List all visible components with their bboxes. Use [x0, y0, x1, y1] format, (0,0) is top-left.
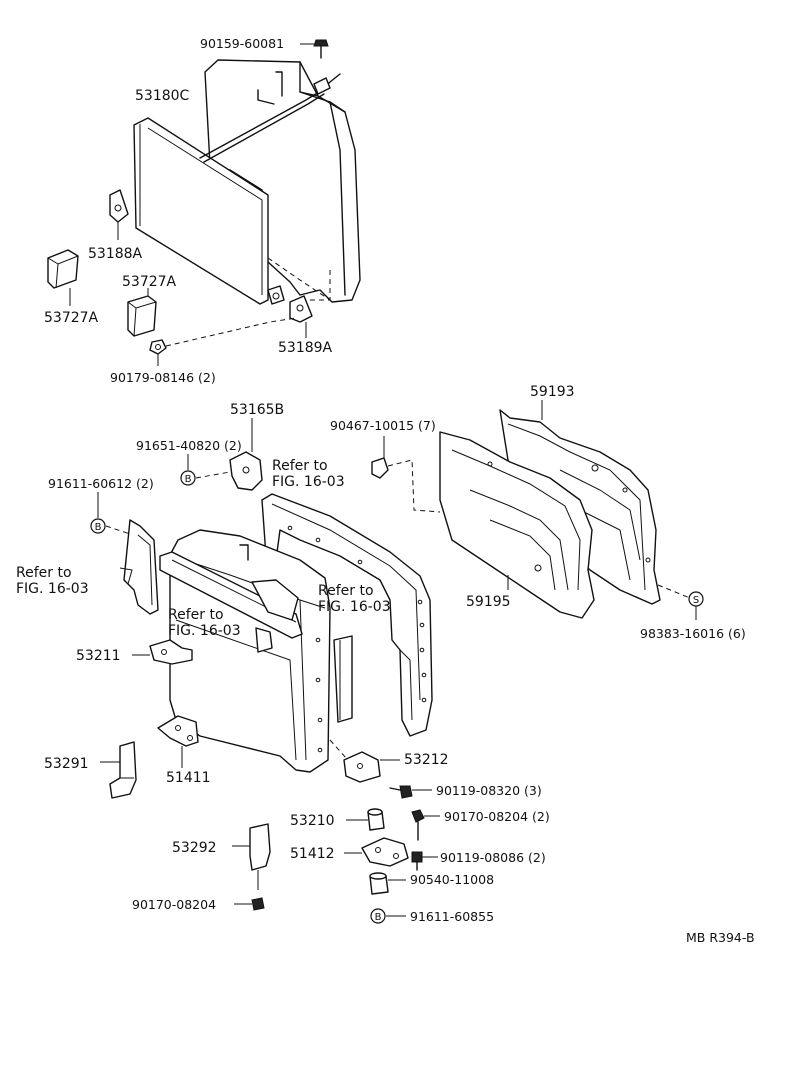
label-51412: 51412 — [290, 846, 335, 862]
ref-note-line2: FIG. 16-03 — [168, 623, 241, 639]
ref-note-line1: Refer to — [272, 458, 328, 474]
label-90159-60081: 90159-60081 — [200, 36, 284, 51]
cushion-90540 — [369, 872, 389, 895]
label-59193: 59193 — [530, 384, 575, 400]
dashed-guide — [657, 584, 691, 599]
bracket-53211 — [149, 639, 193, 665]
nut-icon — [411, 809, 425, 841]
label-98383-16016: 98383-16016 (6) — [640, 626, 746, 641]
radiator-upper-assembly — [133, 59, 361, 305]
bracket-53165b — [229, 451, 263, 491]
ref-note-line2: FIG. 16-03 — [16, 581, 89, 597]
label-90170-08204-2: 90170-08204 (2) — [444, 809, 550, 824]
bracket-51411 — [157, 715, 199, 747]
side-bracket-left — [119, 519, 159, 615]
label-53210: 53210 — [290, 813, 335, 829]
clip-icon — [371, 457, 389, 479]
bracket-51412 — [361, 837, 409, 867]
ref-note-line2: FIG. 16-03 — [318, 599, 391, 615]
label-53727a-upper: 53727A — [122, 274, 177, 290]
label-53180c: 53180C — [135, 88, 190, 104]
bolt-b-marker: B — [370, 908, 386, 924]
label-90179-08146: 90179-08146 (2) — [110, 370, 216, 385]
label-53188a: 53188A — [88, 246, 143, 262]
label-90540-11008: 90540-11008 — [410, 872, 494, 887]
dashed-guide — [105, 525, 131, 535]
label-90170-08204: 90170-08204 — [132, 897, 216, 912]
cushion-53210 — [367, 808, 385, 831]
shroud-59195 — [439, 431, 595, 619]
nut-icon — [251, 897, 265, 911]
dashed-guide — [329, 739, 347, 759]
label-51411: 51411 — [166, 770, 211, 786]
bolt-b-marker: B — [180, 470, 196, 486]
label-91611-60855: 91611-60855 — [410, 909, 494, 924]
bolt-b-marker: B — [90, 518, 106, 534]
label-90119-08320: 90119-08320 (3) — [436, 783, 542, 798]
screw-s-marker: S — [688, 591, 704, 607]
label-53727a-lower: 53727A — [44, 310, 99, 326]
svg-text:S: S — [693, 595, 699, 606]
svg-text:B: B — [375, 912, 382, 923]
ref-note-line2: FIG. 16-03 — [272, 474, 345, 490]
svg-text:B: B — [185, 474, 192, 485]
ref-note-line1: Refer to — [318, 583, 374, 599]
label-53292: 53292 — [172, 840, 217, 856]
dashed-guide — [165, 317, 297, 347]
label-91651-40820: 91651-40820 (2) — [136, 438, 242, 453]
figure-code: MB R394-B — [686, 930, 755, 945]
pad-53727a-left — [47, 249, 79, 289]
reference-notes: Refer to FIG. 16-03 Refer to FIG. 16-03 … — [16, 458, 391, 639]
label-53291: 53291 — [44, 756, 89, 772]
label-53165b: 53165B — [230, 402, 284, 418]
bolt-icon — [313, 39, 329, 59]
nut-icon — [149, 339, 167, 355]
bracket-53188a — [109, 189, 129, 223]
label-90119-08086: 90119-08086 (2) — [440, 850, 546, 865]
part-labels: 90159-60081 53180C 53188A 53727A 53727A … — [44, 36, 755, 945]
label-53211: 53211 — [76, 648, 121, 664]
ref-note-line1: Refer to — [16, 565, 72, 581]
label-53189a: 53189A — [278, 340, 333, 356]
dashed-guide — [195, 471, 231, 479]
label-53212: 53212 — [404, 752, 449, 768]
bracket-53292 — [249, 823, 271, 871]
label-91611-60612: 91611-60612 (2) — [48, 476, 154, 491]
bracket-53189a — [289, 295, 313, 323]
dashed-guide — [387, 459, 441, 513]
label-90467-10015: 90467-10015 (7) — [330, 418, 436, 433]
pad-53727a-right — [127, 295, 157, 337]
bracket-53212 — [343, 751, 381, 783]
svg-text:B: B — [95, 522, 102, 533]
bracket-53291 — [109, 741, 137, 799]
radiator-lower-assembly — [159, 493, 433, 773]
bolt-icon — [389, 785, 413, 799]
label-59195: 59195 — [466, 594, 511, 610]
ref-note-line1: Refer to — [168, 607, 224, 623]
bolt-icon — [411, 851, 423, 871]
